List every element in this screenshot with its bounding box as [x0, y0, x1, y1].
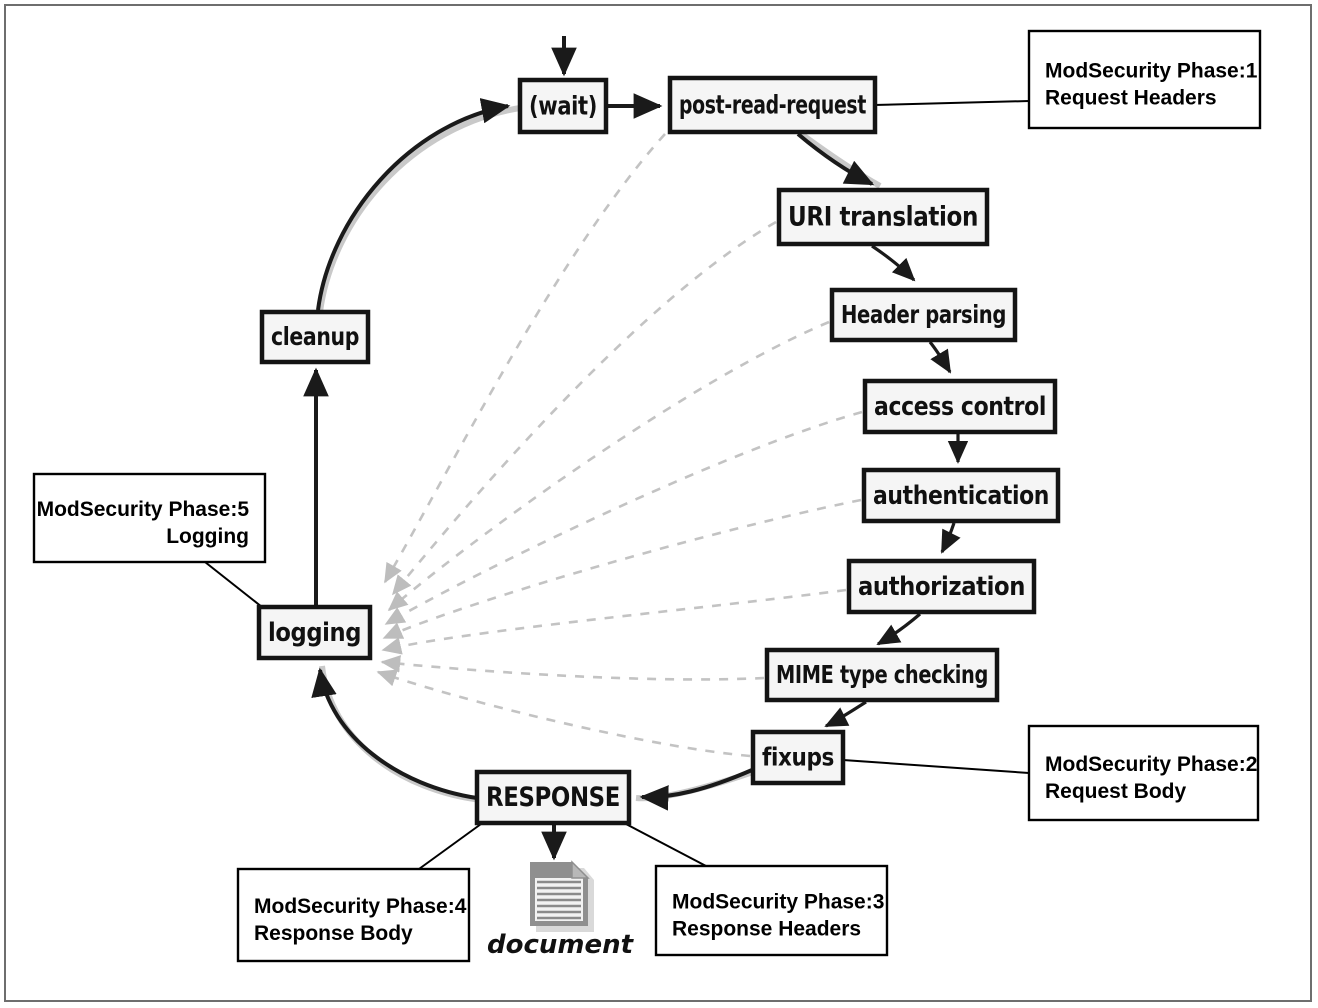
node-box-post-read-request	[667, 75, 878, 135]
flow-node-mime-type-checking[interactable]: MIME type checking	[764, 647, 1000, 703]
flow-node-header-parsing[interactable]: Header parsing	[829, 287, 1018, 343]
solid-flow-edges	[303, 36, 969, 861]
dashed-edge-post-read-request-to-logging	[383, 133, 666, 584]
annotation-line2-phase-1: Request Headers	[1045, 87, 1217, 110]
edge-authentication-to-authorization	[940, 522, 961, 554]
annotation-line2-phase-4: Response Body	[254, 922, 413, 945]
dashed-edge-header-parsing-to-logging	[387, 320, 830, 612]
node-box-fixups	[750, 729, 846, 786]
edge-authorization-to-mime-type-checking	[876, 612, 922, 646]
annotation-box-phase-3	[654, 864, 889, 957]
node-box-authorization	[846, 558, 1037, 615]
edge-cleanup-to-wait	[316, 98, 511, 311]
node-box-logging	[256, 604, 373, 661]
annotation-box-phase-5	[32, 472, 267, 564]
document-rule-lines	[537, 880, 581, 920]
flow-node-fixups[interactable]: fixups	[750, 729, 846, 786]
dashed-logging-edges	[376, 133, 863, 758]
annotation-line1-phase-2: ModSecurity Phase:2	[1045, 753, 1257, 776]
document-icon-label: document	[487, 930, 635, 960]
annotation-box-phase-1	[1027, 29, 1262, 130]
edge-post-read-request-to-uri-translation	[796, 132, 875, 186]
node-label-authorization: authorization	[858, 572, 1025, 602]
annotation-line1-phase-3: ModSecurity Phase:3	[672, 891, 884, 914]
flow-node-wait[interactable]: (wait)	[517, 77, 609, 135]
node-label-access-control: access control	[874, 392, 1046, 422]
annotation-box-phase-4	[236, 867, 471, 963]
annotation-line1-phase-4: ModSecurity Phase:4	[254, 895, 467, 918]
dashed-edge-fixups-to-logging	[376, 669, 751, 758]
node-label-response: RESPONSE	[486, 782, 620, 813]
edge-fixups-to-response	[639, 768, 753, 811]
node-box-response	[474, 769, 632, 826]
edge-header-parsing-to-access-control	[928, 341, 952, 374]
document-icon-group: document	[487, 860, 635, 960]
flow-node-response[interactable]: RESPONSE	[474, 769, 632, 826]
annotation-line2-phase-3: Response Headers	[672, 918, 861, 941]
annotation-line1-phase-5: ModSecurity Phase:5	[37, 498, 250, 521]
node-box-authentication	[861, 467, 1061, 524]
node-label-mime-type-checking: MIME type checking	[776, 660, 988, 689]
annotation-line2-phase-2: Request Body	[1045, 780, 1187, 803]
node-box-uri-translation	[776, 187, 990, 247]
edge-shadow-response-to-logging	[319, 665, 482, 803]
flow-node-access-control[interactable]: access control	[862, 378, 1058, 435]
edge-shadow-cleanup-to-wait	[317, 105, 521, 313]
node-label-header-parsing: Header parsing	[841, 300, 1006, 329]
leader-phase-3-to-response	[625, 823, 707, 867]
annotation-line1-phase-1: ModSecurity Phase:1	[1045, 60, 1258, 83]
edge-response-to-logging	[311, 667, 478, 800]
dashed-edge-access-control-to-logging	[384, 410, 863, 626]
edge-uri-translation-to-header-parsing	[871, 244, 916, 282]
dashed-edge-authorization-to-logging	[381, 588, 847, 655]
node-label-logging: logging	[268, 618, 361, 648]
node-label-uri-translation: URI translation	[788, 202, 978, 233]
node-box-header-parsing	[829, 287, 1018, 343]
leader-phase-2-to-fixups	[842, 759, 1030, 774]
annotation-line2-phase-5: Logging	[166, 525, 249, 548]
node-label-cleanup: cleanup	[271, 322, 359, 351]
node-label-authentication: authentication	[873, 481, 1049, 511]
node-box-mime-type-checking	[764, 647, 1000, 703]
flow-node-authorization[interactable]: authorization	[846, 558, 1037, 615]
node-box-cleanup	[259, 309, 371, 365]
leader-phase-5-to-logging	[204, 561, 263, 608]
flow-node-uri-translation[interactable]: URI translation	[776, 187, 990, 247]
document-fold-corner	[571, 860, 590, 879]
dashed-edge-mime-type-checking-to-logging	[380, 655, 765, 681]
node-label-fixups: fixups	[762, 743, 834, 772]
annotation-box-phase-2	[1027, 724, 1260, 822]
node-box-access-control	[862, 378, 1058, 435]
leader-phase-4-to-response	[418, 823, 482, 870]
edge-mime-type-checking-to-fixups	[824, 700, 867, 728]
node-label-post-read-request: post-read-request	[679, 91, 866, 121]
flow-node-post-read-request[interactable]: post-read-request	[667, 75, 878, 135]
dashed-edge-uri-translation-to-logging	[391, 220, 777, 596]
flow-node-cleanup[interactable]: cleanup	[259, 309, 371, 365]
node-box-wait	[517, 77, 609, 135]
annotation-leader-lines	[204, 100, 1030, 870]
flow-node-authentication[interactable]: authentication	[861, 467, 1061, 524]
node-label-wait: (wait)	[529, 92, 597, 122]
edge-shadow-post-read-to-uri	[798, 130, 882, 189]
flow-node-logging[interactable]: logging	[256, 604, 373, 661]
leader-phase-1-to-post-read-request	[873, 100, 1030, 106]
